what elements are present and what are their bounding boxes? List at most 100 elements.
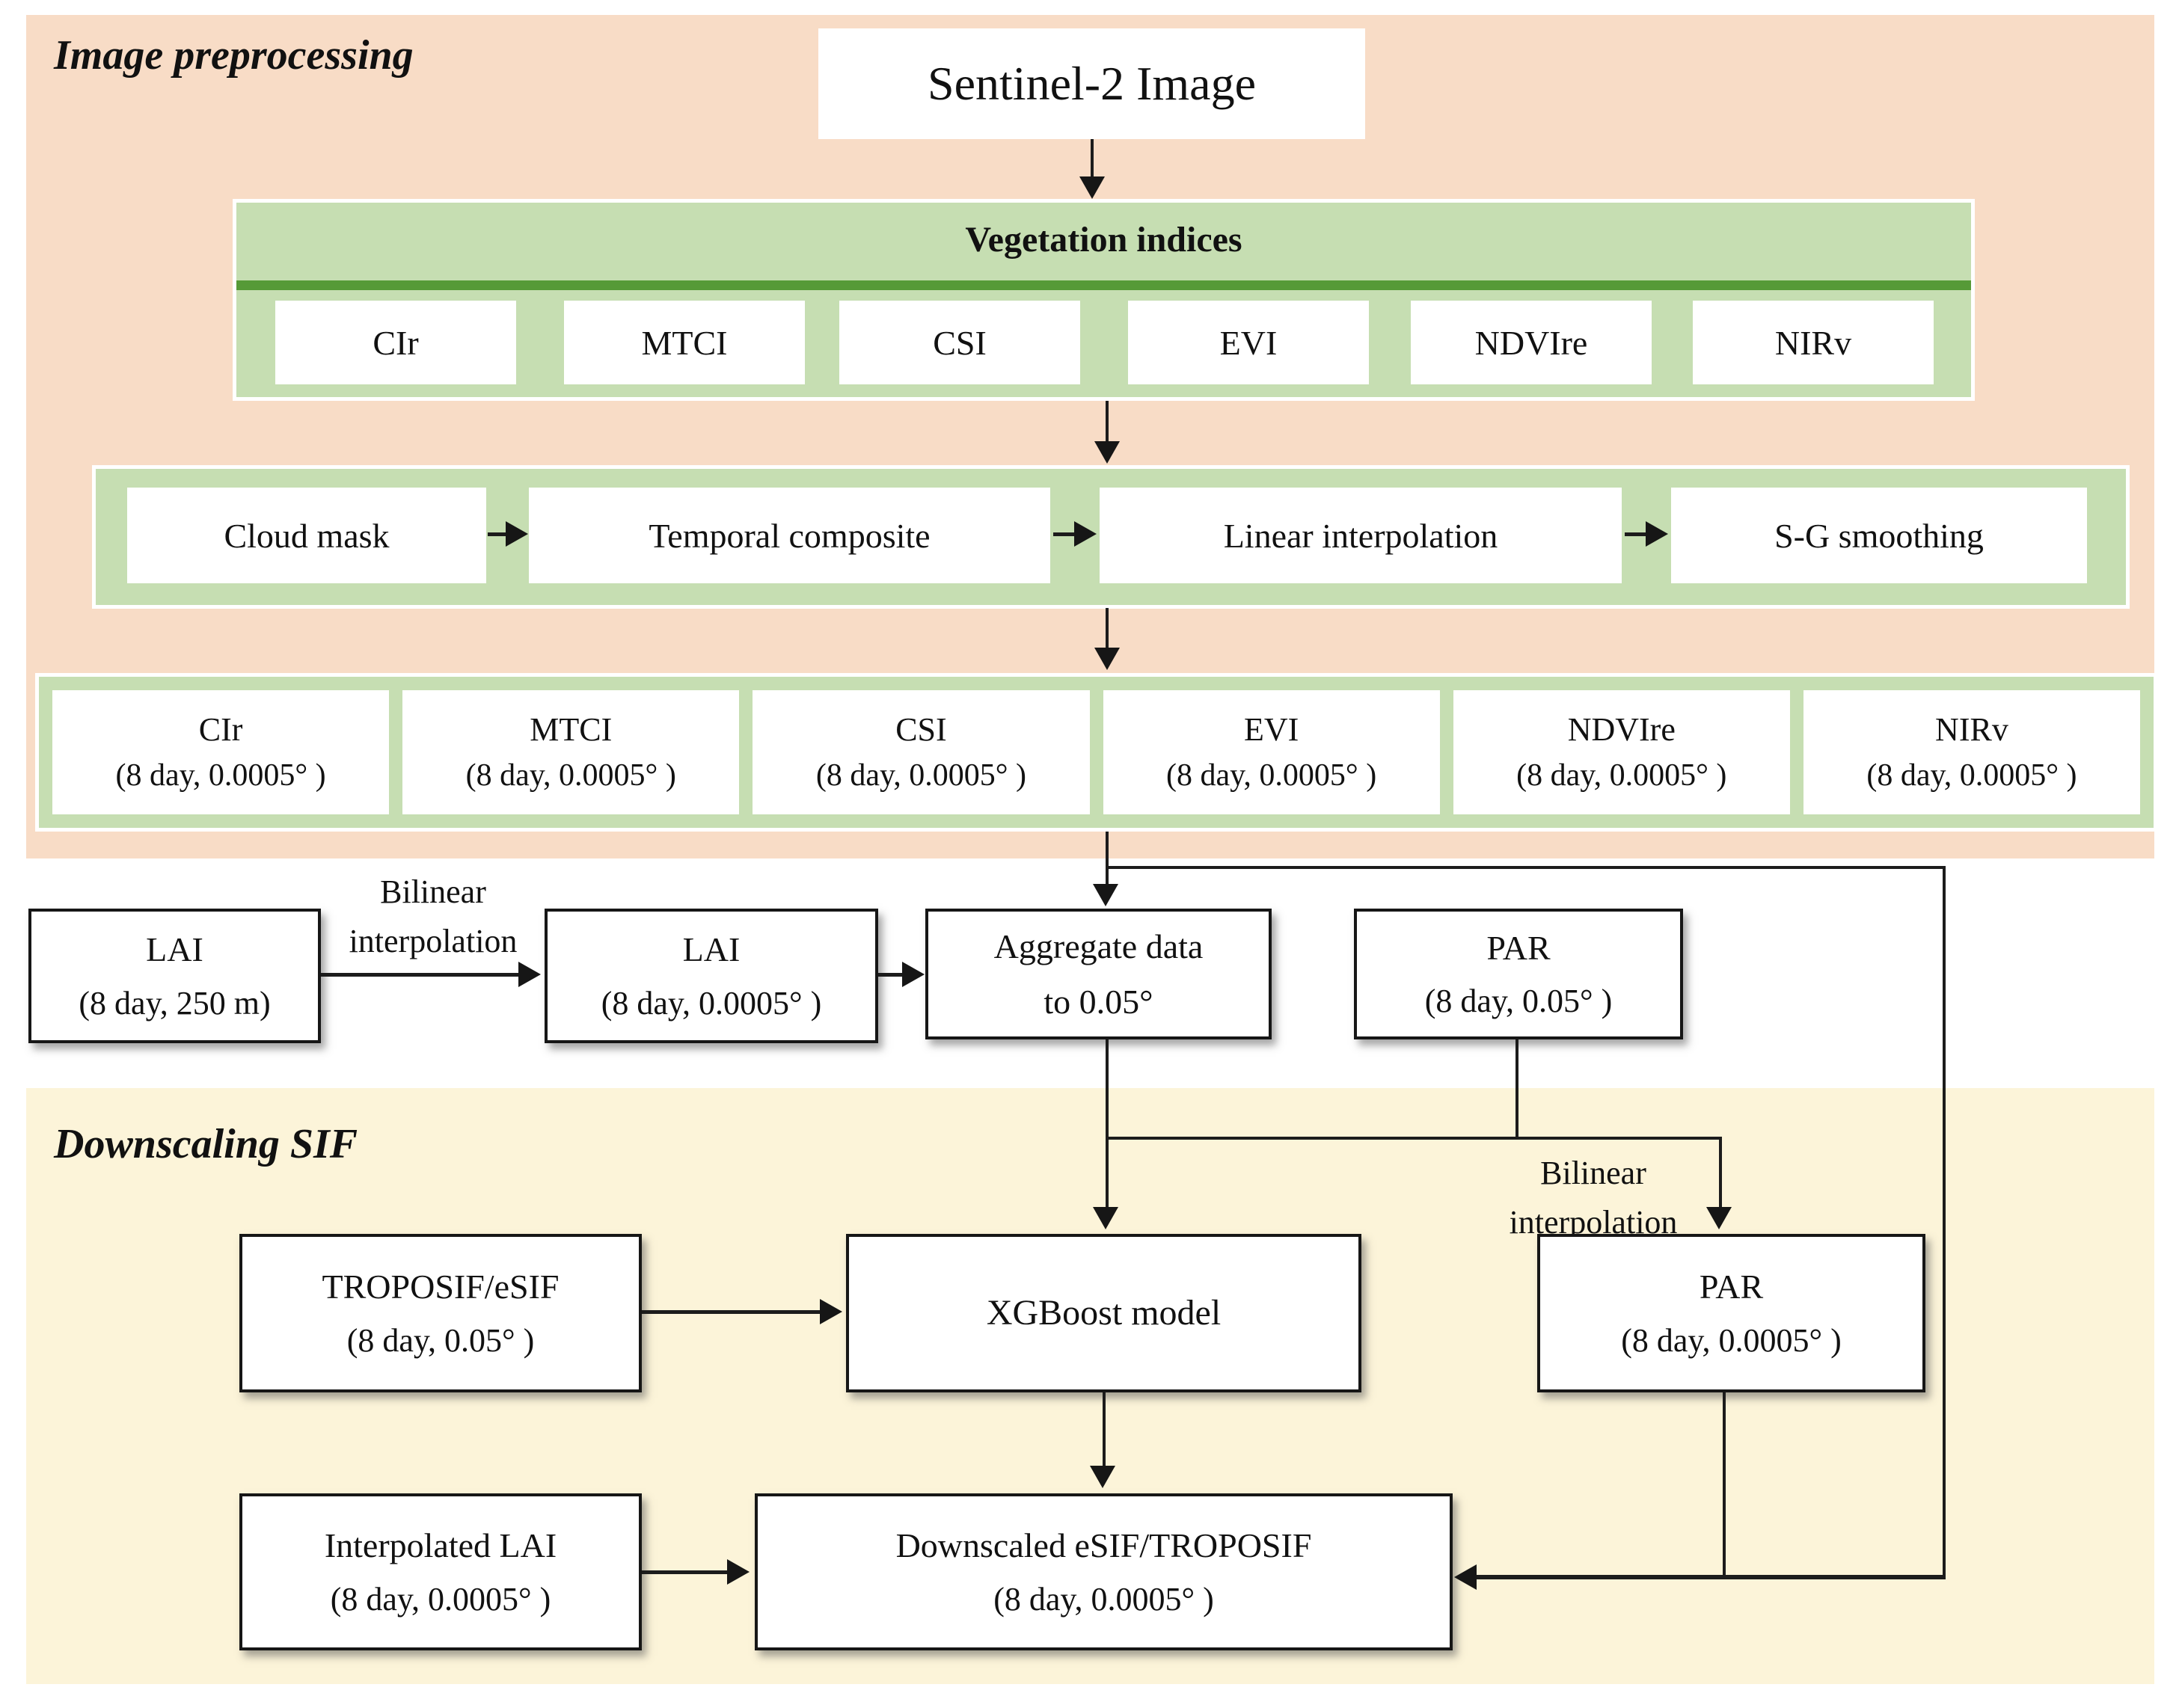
veg-index-csi: CSI <box>839 301 1080 384</box>
connector-par0005-down <box>1723 1392 1726 1579</box>
connector-lai-to-lai <box>321 973 520 977</box>
node-line: (8 day, 0.0005° ) <box>330 1580 551 1618</box>
output-name: NIRv <box>1935 710 2008 748</box>
arrowhead-left-icon <box>1454 1564 1477 1590</box>
output-detail: (8 day, 0.0005° ) <box>1516 758 1727 793</box>
connector-par-to-split <box>1516 1039 1518 1140</box>
chain-step-temporal-composite: Temporal composite <box>529 488 1050 583</box>
node-line: PAR <box>1486 928 1551 967</box>
arrowhead-down-icon <box>1093 884 1118 906</box>
edge-label-line: Bilinear <box>1540 1155 1646 1191</box>
connector-aggregate-to-xgboost <box>1106 1039 1109 1208</box>
connector-branch-right-top <box>1106 866 1946 869</box>
arrowhead-down-icon <box>1706 1207 1732 1229</box>
veg-index-cir: CIr <box>275 301 516 384</box>
connector-split-to-par0005 <box>1719 1137 1722 1208</box>
panel-processing-chain: Cloud mask Temporal composite Linear int… <box>92 465 2130 609</box>
chain-step-linear-interpolation: Linear interpolation <box>1100 488 1622 583</box>
arrowhead-down-icon <box>1079 176 1105 199</box>
output-detail: (8 day, 0.0005° ) <box>465 758 676 793</box>
node-interpolated-lai: Interpolated LAI (8 day, 0.0005° ) <box>239 1493 642 1650</box>
output-detail: (8 day, 0.0005° ) <box>1166 758 1377 793</box>
node-line: Aggregate data <box>993 927 1204 965</box>
output-item-cir: CIr (8 day, 0.0005° ) <box>52 690 390 814</box>
node-line: (8 day, 250 m) <box>79 984 271 1022</box>
connector-chain-to-outputs <box>1106 608 1109 649</box>
connector-chain-2 <box>1053 532 1074 536</box>
veg-index-ndvire: NDVIre <box>1411 301 1652 384</box>
chain-step-cloud-mask: Cloud mask <box>127 488 486 583</box>
connector-chain-3 <box>1625 532 1646 536</box>
output-name: EVI <box>1243 710 1299 748</box>
connector-sentinel-to-veg <box>1091 139 1094 178</box>
vegetation-indices-divider <box>236 280 1971 290</box>
connector-right-side-long <box>1943 866 1946 1579</box>
node-aggregate-data: Aggregate data to 0.05° <box>925 909 1272 1039</box>
panel-vegetation-indices: Vegetation indices CIr MTCI CSI EVI NDVI… <box>233 199 1975 401</box>
edge-label-line: interpolation <box>349 923 518 959</box>
edge-label-bilinear-interpolation-right: Bilinear interpolation <box>1466 1149 1720 1247</box>
arrowhead-right-icon <box>1074 521 1097 547</box>
node-lai-250m: LAI (8 day, 250 m) <box>28 909 321 1043</box>
arrowhead-down-icon <box>1090 1466 1115 1488</box>
node-downscaled-sif: Downscaled eSIF/TROPOSIF (8 day, 0.0005°… <box>755 1493 1453 1650</box>
node-line: (8 day, 0.0005° ) <box>601 984 822 1022</box>
output-detail: (8 day, 0.0005° ) <box>1866 758 2077 793</box>
node-line: (8 day, 0.0005° ) <box>993 1580 1214 1618</box>
vegetation-indices-header: Vegetation indices <box>965 220 1242 259</box>
connector-chain-1 <box>488 532 507 536</box>
connector-outputs-to-aggregate <box>1106 832 1109 885</box>
arrowhead-right-icon <box>820 1299 842 1324</box>
node-line: (8 day, 0.05° ) <box>346 1321 535 1359</box>
node-line: PAR <box>1699 1268 1764 1306</box>
section-label-downscaling: Downscaling SIF <box>54 1121 358 1167</box>
node-line: LAI <box>682 930 741 968</box>
node-troposif-esif: TROPOSIF/eSIF (8 day, 0.05° ) <box>239 1234 642 1392</box>
output-item-evi: EVI (8 day, 0.0005° ) <box>1103 690 1440 814</box>
output-name: CSI <box>895 710 947 748</box>
veg-index-nirv: NIRv <box>1693 301 1934 384</box>
node-xgboost-model: XGBoost model <box>846 1234 1361 1392</box>
output-detail: (8 day, 0.0005° ) <box>815 758 1027 793</box>
output-name: NDVIre <box>1567 710 1676 748</box>
arrowhead-down-icon <box>1094 441 1120 464</box>
connector-veg-to-chain <box>1106 401 1109 443</box>
node-line: Interpolated LAI <box>324 1526 557 1564</box>
veg-index-mtci: MTCI <box>564 301 805 384</box>
output-item-mtci: MTCI (8 day, 0.0005° ) <box>402 690 740 814</box>
connector-interplai-to-downscaled <box>642 1570 730 1574</box>
edge-label-line: Bilinear <box>380 873 486 910</box>
section-label-preprocessing: Image preprocessing <box>54 32 414 79</box>
node-line: (8 day, 0.05° ) <box>1424 983 1613 1020</box>
arrowhead-down-icon <box>1094 648 1120 670</box>
panel-output-indices: CIr (8 day, 0.0005° ) MTCI (8 day, 0.000… <box>35 673 2157 832</box>
output-detail: (8 day, 0.0005° ) <box>115 758 326 793</box>
output-item-csi: CSI (8 day, 0.0005° ) <box>753 690 1090 814</box>
output-name: CIr <box>198 710 243 748</box>
node-line: Downscaled eSIF/TROPOSIF <box>895 1526 1312 1564</box>
chain-step-sg-smoothing: S-G smoothing <box>1671 488 2087 583</box>
arrowhead-right-icon <box>518 962 541 987</box>
connector-lai-to-aggregate <box>878 973 904 977</box>
arrowhead-right-icon <box>506 521 528 547</box>
node-line: LAI <box>146 930 203 968</box>
arrowhead-down-icon <box>1093 1207 1118 1229</box>
arrowhead-right-icon <box>902 962 925 987</box>
node-line: (8 day, 0.0005° ) <box>1621 1321 1842 1359</box>
output-name: MTCI <box>530 710 613 748</box>
node-sentinel-2-image: Sentinel-2 Image <box>818 28 1365 139</box>
output-item-ndvire: NDVIre (8 day, 0.0005° ) <box>1453 690 1790 814</box>
node-line: to 0.05° <box>1043 982 1153 1021</box>
node-par-005: PAR (8 day, 0.05° ) <box>1354 909 1683 1039</box>
node-line: TROPOSIF/eSIF <box>322 1268 560 1306</box>
connector-split-horizontal <box>1106 1137 1722 1140</box>
arrowhead-right-icon <box>1646 521 1668 547</box>
arrowhead-right-icon <box>727 1559 750 1585</box>
connector-right-to-downscaled <box>1475 1575 1946 1579</box>
node-lai-0005: LAI (8 day, 0.0005° ) <box>545 909 878 1043</box>
veg-index-evi: EVI <box>1128 301 1369 384</box>
edge-label-bilinear-interpolation-left: Bilinear interpolation <box>321 867 545 966</box>
node-par-0005: PAR (8 day, 0.0005° ) <box>1537 1234 1925 1392</box>
connector-troposif-to-xgboost <box>642 1310 821 1314</box>
